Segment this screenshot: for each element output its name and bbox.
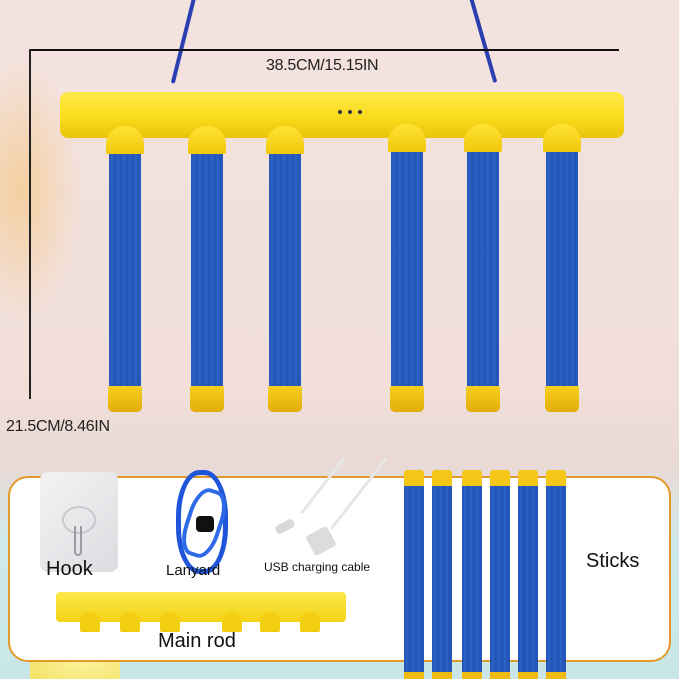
hanging-rope-right [468, 0, 498, 83]
height-dimension-label: 21.5CM/8.46IN [6, 418, 110, 435]
rod-knob [260, 612, 280, 632]
rod-knob [300, 612, 320, 632]
main-rod [60, 92, 624, 138]
foam-stick [106, 126, 144, 412]
rod-knob [160, 612, 180, 632]
foam-stick [543, 124, 581, 412]
height-dimension-line [29, 49, 31, 399]
sticks-icon [490, 470, 510, 679]
sticks-icon [432, 470, 452, 679]
lanyard-icon [176, 470, 232, 578]
foam-stick [266, 126, 304, 412]
sticks-icon [462, 470, 482, 679]
sticks-icon [546, 470, 566, 679]
indicator-dots-icon [338, 110, 362, 116]
rod-knob [222, 612, 242, 632]
sticks-icon [518, 470, 538, 679]
lanyard-label: Lanyard [166, 562, 221, 579]
foam-stick [464, 124, 502, 412]
foam-stick [188, 126, 226, 412]
adhesive-hook-icon [40, 472, 118, 574]
hanging-rope-left [170, 0, 197, 84]
main-rod-icon [56, 592, 346, 622]
foam-stick [388, 124, 426, 412]
width-dimension-label: 38.5CM/15.15IN [266, 57, 379, 74]
rod-knob [120, 612, 140, 632]
sticks-icon [404, 470, 424, 679]
hook-label: Hook [46, 558, 93, 580]
sticks-label: Sticks [586, 550, 640, 572]
accessories-panel: Hook Lanyard USB charging cable Main rod… [8, 457, 671, 679]
width-dimension-line [29, 49, 619, 51]
rod-knob [80, 612, 100, 632]
usb-cable-icon [265, 457, 405, 568]
main-rod-label: Main rod [158, 630, 236, 652]
usb-cable-label: USB charging cable [264, 560, 371, 574]
